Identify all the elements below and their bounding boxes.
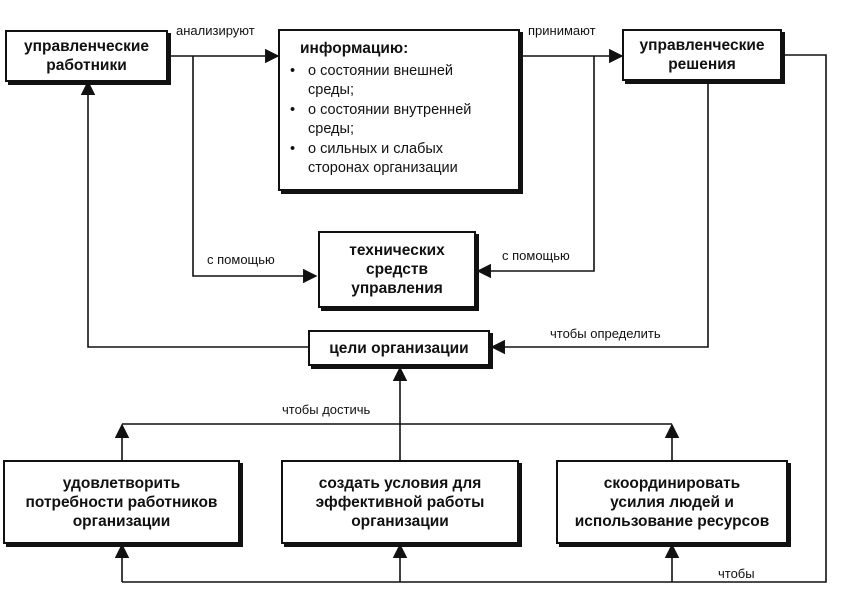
- satisfy-line-3: организации: [72, 512, 171, 530]
- coordinate-line-2: усилия людей и: [610, 493, 734, 511]
- label-to-achieve: чтобы достичь: [280, 402, 373, 417]
- conditions-line-2: эффективной работы: [315, 493, 485, 511]
- bullet-icon: •: [290, 63, 296, 79]
- label-accept: принимают: [526, 23, 598, 38]
- information-item-strengths: • о сильных и слабых сторонах организаци…: [290, 141, 458, 176]
- information-title: информацию:: [300, 40, 409, 57]
- tech-means-line-1: технических: [349, 242, 445, 259]
- create-conditions-box: создать условия для эффективной работы о…: [281, 460, 519, 544]
- information-box: информацию: • о состоянии внешней среды;…: [278, 29, 520, 191]
- bullet-icon: •: [290, 141, 296, 157]
- conditions-line-1: создать условия для: [318, 474, 482, 492]
- satisfy-line-2: потребности работников: [25, 493, 218, 511]
- coordinate-box: скоординировать усилия людей и использов…: [556, 460, 788, 544]
- satisfy-line-1: удовлетворить: [62, 474, 181, 492]
- managers-line-2: работники: [46, 57, 127, 74]
- goals-line-1: цели организации: [329, 339, 469, 357]
- bullet-icon: •: [290, 102, 296, 118]
- arrow-goals-to-managers: [80, 80, 308, 348]
- arrow-managers-to-tech: [192, 56, 318, 284]
- tech-means-box: технических средств управления: [318, 231, 476, 308]
- information-item-external: • о состоянии внешней среды;: [290, 63, 454, 98]
- label-to-determine: чтобы определить: [548, 326, 663, 341]
- decisions-line-2: решения: [668, 56, 736, 73]
- label-analyze: анализируют: [174, 23, 257, 38]
- label-with-help-left: с помощью: [205, 252, 277, 267]
- coordinate-line-3: использование ресурсов: [574, 512, 770, 530]
- managers-line-1: управленческие: [24, 38, 149, 55]
- tech-means-line-3: управления: [351, 280, 443, 297]
- goals-box: цели организации: [308, 330, 490, 366]
- satisfy-needs-box: удовлетворить потребности работников орг…: [3, 460, 240, 544]
- decisions-box: управленческие решения: [622, 29, 782, 81]
- line-decisions-feedback: [122, 54, 827, 583]
- information-item-internal: • о состоянии внутренней среды;: [290, 102, 472, 137]
- coordinate-line-1: скоординировать: [603, 474, 741, 492]
- arrow-decisions-to-tech: [476, 56, 595, 279]
- arrow-decisions-to-goals: [490, 80, 709, 355]
- conditions-line-3: организации: [351, 512, 449, 530]
- label-with-help-right: с помощью: [500, 248, 572, 263]
- managers-box: управленческие работники: [5, 30, 168, 82]
- decisions-line-1: управленческие: [639, 37, 765, 54]
- tech-means-line-2: средств: [365, 261, 429, 278]
- information-list: • о состоянии внешней среды; • о состоян…: [290, 62, 471, 179]
- label-in-order: чтобы: [716, 566, 757, 581]
